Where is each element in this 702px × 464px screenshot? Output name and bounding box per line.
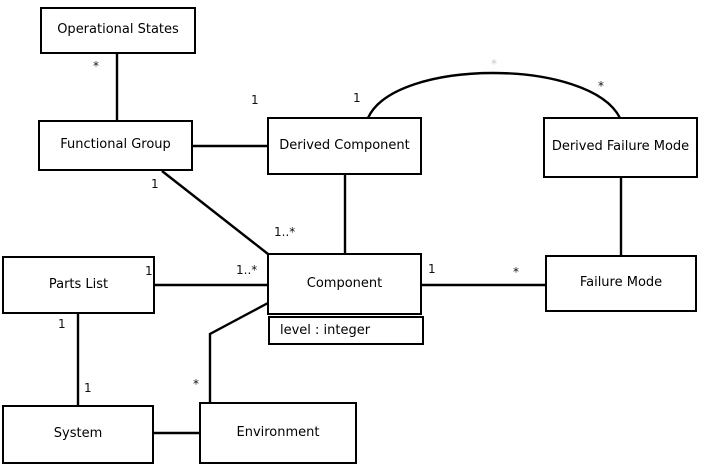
relationship-functionalgroup-component [161,170,269,255]
class-name-environment: Environment [236,424,320,440]
class-box-failure-mode[interactable]: Failure Mode [545,255,697,312]
class-name-component: Component [306,275,383,291]
class-box-derived-component[interactable]: Derived Component [267,117,422,175]
multiplicity-label: 1 [145,264,153,278]
multiplicity-label: * [491,57,497,71]
class-name-system: System [53,426,103,442]
class-name-derived-component: Derived Component [279,137,410,153]
relationship-derivedcomponent-derivedfailuremode [366,71,622,119]
class-box-system[interactable]: System [2,405,154,464]
class-name-operational-states: Operational States [57,22,179,38]
multiplicity-label: 1..* [236,263,258,277]
class-box-functional-group[interactable]: Functional Group [38,120,193,171]
class-box-derived-failure-mode[interactable]: Derived Failure Mode [543,117,698,178]
class-attribute-level: level : integer [280,323,371,338]
multiplicity-label: 1..* [274,225,296,239]
multiplicity-label: 1 [353,91,361,105]
multiplicity-label: * [93,59,99,73]
class-name-parts-list: Parts List [48,276,109,292]
relationship-component-environment [208,301,269,402]
multiplicity-label: 1 [251,93,259,107]
class-box-operational-states[interactable]: Operational States [40,7,196,54]
multiplicity-label: 1 [84,381,92,395]
multiplicity-label: 1 [428,262,436,276]
class-name-derived-failure-mode: Derived Failure Mode [551,139,690,155]
multiplicity-label: * [598,79,604,93]
class-attribute-compartment-component: level : integer [268,316,424,345]
class-box-component[interactable]: Component [267,253,422,315]
class-name-failure-mode: Failure Mode [579,275,663,291]
class-box-environment[interactable]: Environment [199,402,357,464]
class-box-parts-list[interactable]: Parts List [2,256,155,314]
multiplicity-label: 1 [58,317,66,331]
multiplicity-label: * [513,265,519,279]
multiplicity-label: 1 [151,177,159,191]
multiplicity-label: * [193,377,199,391]
class-name-functional-group: Functional Group [60,137,171,153]
